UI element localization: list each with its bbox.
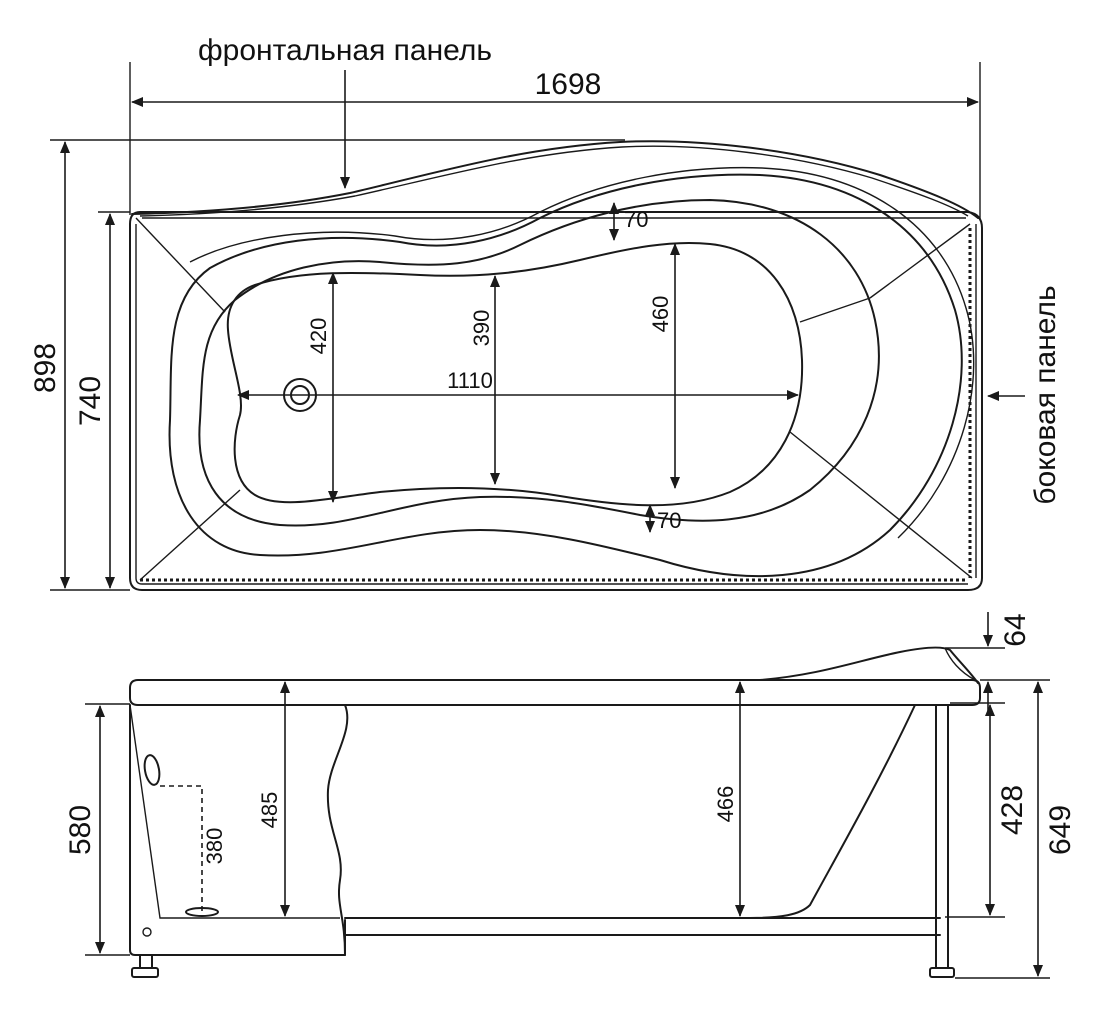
dim-label-inner-length: 1110 <box>447 368 493 393</box>
inner-tub-profile <box>749 704 916 919</box>
rim-outline <box>129 211 983 591</box>
dim-label-380: 380 <box>202 828 227 865</box>
front-panel-contour-inner <box>139 145 969 217</box>
dim-label-width-rim: 740 <box>74 376 107 426</box>
dim-label-64: 64 <box>999 613 1032 646</box>
rim-inner-line <box>135 217 977 585</box>
dim-label-420: 420 <box>306 318 331 355</box>
dim-label-width-total: 898 <box>29 343 62 393</box>
basin-outer-rim-2 <box>189 166 975 539</box>
dim-label-390: 390 <box>469 310 494 347</box>
dim-label-460: 460 <box>648 296 673 333</box>
dim-label-length: 1698 <box>535 68 602 101</box>
side-view: 580 380 485 466 64 428 649 <box>64 612 1077 979</box>
side-panel-label: боковая панель <box>1029 285 1062 504</box>
front-panel-contour <box>131 140 979 219</box>
frame-leg-right <box>935 704 949 969</box>
dim-label-428: 428 <box>996 785 1029 835</box>
side-panel-bevel <box>129 704 340 919</box>
corner-line-br <box>789 431 973 579</box>
headrest-curve <box>759 646 979 684</box>
top-view: 1698 фронтальная панель 898 740 1110 420… <box>29 34 1062 591</box>
overflow-hole <box>143 754 161 786</box>
dim-label-485: 485 <box>257 792 282 829</box>
corner-line-bl <box>139 489 241 581</box>
headrest-edge <box>944 647 976 681</box>
side-front-panel <box>129 704 346 956</box>
dim-label-649: 649 <box>1044 805 1077 855</box>
dim-label-gap-top: 70 <box>624 207 648 232</box>
front-panel-label: фронтальная панель <box>198 34 492 67</box>
panel-screw <box>142 927 152 937</box>
foot-left <box>131 967 159 978</box>
corner-line-tl <box>135 217 226 313</box>
drain-outlet <box>185 907 219 917</box>
foot-left-stem <box>139 954 153 969</box>
basin-outer-rim <box>168 173 963 577</box>
drain-pipe-dashed <box>160 785 203 912</box>
corner-line-tr <box>869 223 971 299</box>
side-rim-slab <box>129 679 981 706</box>
corner-line-tr2 <box>799 297 871 323</box>
dim-label-580: 580 <box>64 805 97 855</box>
dim-label-gap-bottom: 70 <box>657 508 681 533</box>
side-cutaway-edge <box>326 704 349 956</box>
frame-rail <box>344 917 941 936</box>
foot-right <box>929 967 955 978</box>
basin-inner-bottom <box>226 241 804 507</box>
basin-middle-curve <box>198 199 880 527</box>
dim-label-466: 466 <box>713 786 738 823</box>
